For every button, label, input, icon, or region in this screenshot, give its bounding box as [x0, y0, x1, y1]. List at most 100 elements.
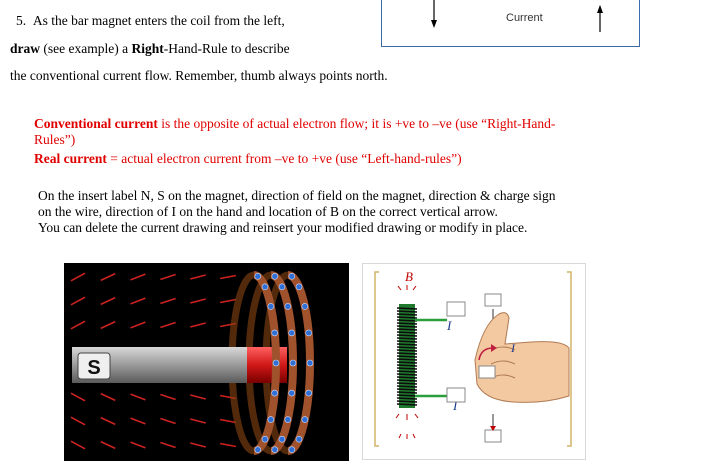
field-lines	[395, 285, 419, 439]
solenoid-winding	[396, 373, 418, 376]
solenoid-winding	[396, 388, 418, 391]
solenoid-winding	[396, 316, 418, 319]
solenoid-winding	[396, 367, 418, 370]
electron-dot	[288, 273, 296, 280]
electron-dot	[295, 435, 303, 443]
down-arrowhead	[490, 426, 496, 431]
field-arrow	[100, 416, 116, 426]
field-arrow	[160, 441, 176, 449]
solenoid-winding	[396, 358, 418, 361]
solenoid-winding	[396, 379, 418, 382]
hand	[474, 312, 570, 403]
field-arrow	[130, 441, 146, 449]
field-arrow	[219, 418, 237, 424]
field-arrow	[219, 274, 237, 280]
electron-dot	[271, 329, 278, 337]
field-arrow	[130, 273, 146, 281]
question-line-3: the conventional current flow. Remember,…	[10, 68, 388, 83]
electron-dot	[284, 303, 292, 310]
field-arrow	[190, 442, 206, 448]
field-arrow	[160, 273, 176, 281]
field-arrow	[219, 298, 237, 304]
field-arrow	[190, 418, 206, 424]
electron-dot	[301, 303, 309, 310]
electron-dot	[305, 329, 312, 337]
magnet-north-half	[247, 347, 287, 383]
magnet-coil-drawing: S	[70, 271, 314, 455]
field-arrow	[70, 296, 86, 306]
electron-dot	[278, 435, 286, 443]
electron-dot	[289, 359, 297, 367]
current-label-hand: I	[510, 341, 516, 355]
solenoid-winding	[396, 352, 418, 355]
solenoid-winding	[396, 310, 418, 313]
field-arrow	[130, 321, 146, 329]
current-arrows	[431, 0, 603, 32]
field-arrows	[70, 272, 237, 450]
field-arrow	[100, 272, 116, 282]
field-arrow	[130, 393, 146, 401]
instructions: On the insert label N, S on the magnet, …	[38, 188, 556, 235]
solenoid-winding	[396, 397, 418, 400]
bracket-right	[567, 271, 572, 447]
pole-label: S	[87, 357, 100, 379]
electron-dot	[254, 446, 262, 453]
answer-boxes	[446, 293, 502, 443]
electron-dot	[278, 283, 286, 291]
electron-dot	[271, 389, 278, 397]
electron-dot	[288, 446, 296, 453]
electron-dot	[272, 359, 280, 367]
field-arrow	[100, 296, 116, 306]
solenoid-winding	[396, 364, 418, 367]
question-line-1: 5. As the bar magnet enters the coil fro…	[16, 13, 285, 28]
solenoid-winding	[396, 313, 418, 316]
solenoid-winding	[396, 325, 418, 328]
solenoid-winding	[396, 361, 418, 364]
electron-dot	[261, 435, 269, 443]
solenoid-winding	[396, 331, 418, 334]
current-label-top: I	[446, 318, 452, 333]
pole-label-box	[77, 352, 111, 380]
field-arrow	[100, 440, 116, 450]
solenoid-winding	[396, 328, 418, 331]
solenoid-winding	[396, 343, 418, 346]
electron-dot	[271, 446, 279, 453]
field-arrow	[70, 392, 86, 402]
electron-dot	[261, 283, 269, 291]
field-arrow	[130, 297, 146, 305]
bracket-left	[374, 271, 379, 447]
solenoid-winding	[396, 370, 418, 373]
electron-dot	[288, 389, 295, 397]
field-arrow	[130, 417, 146, 425]
field-arrow	[70, 416, 86, 426]
solenoid-winding	[396, 403, 418, 406]
electron-dot	[284, 416, 292, 423]
magnet-coil-figure[interactable]: S	[64, 263, 349, 461]
electron-dot	[288, 329, 295, 337]
field-arrow	[190, 274, 206, 280]
field-arrow	[160, 393, 176, 401]
field-arrow	[160, 321, 176, 329]
conventional-current-definition: Conventional current is the opposite of …	[34, 116, 556, 147]
field-arrow	[219, 442, 237, 448]
right-hand-rule-figure[interactable]: B I I	[362, 263, 586, 460]
solenoid-winding	[396, 334, 418, 337]
solenoid-winding	[396, 346, 418, 349]
field-arrow	[160, 417, 176, 425]
solenoid-winding	[396, 337, 418, 340]
solenoid-winding	[396, 400, 418, 403]
real-current-definition: Real current = actual electron current f…	[34, 151, 462, 166]
solenoid-winding	[396, 391, 418, 394]
solenoid-winding	[396, 376, 418, 379]
field-arrow	[70, 272, 86, 282]
field-arrow	[100, 320, 116, 330]
solenoid-winding	[396, 319, 418, 322]
field-arrow	[160, 297, 176, 305]
field-arrow	[190, 298, 206, 304]
field-arrow	[70, 440, 86, 450]
electron-dot	[295, 283, 303, 291]
solenoid-winding	[396, 394, 418, 397]
solenoid-winding	[396, 340, 418, 343]
current-example-figure: Current	[381, 0, 640, 47]
solenoid-winding	[396, 382, 418, 385]
